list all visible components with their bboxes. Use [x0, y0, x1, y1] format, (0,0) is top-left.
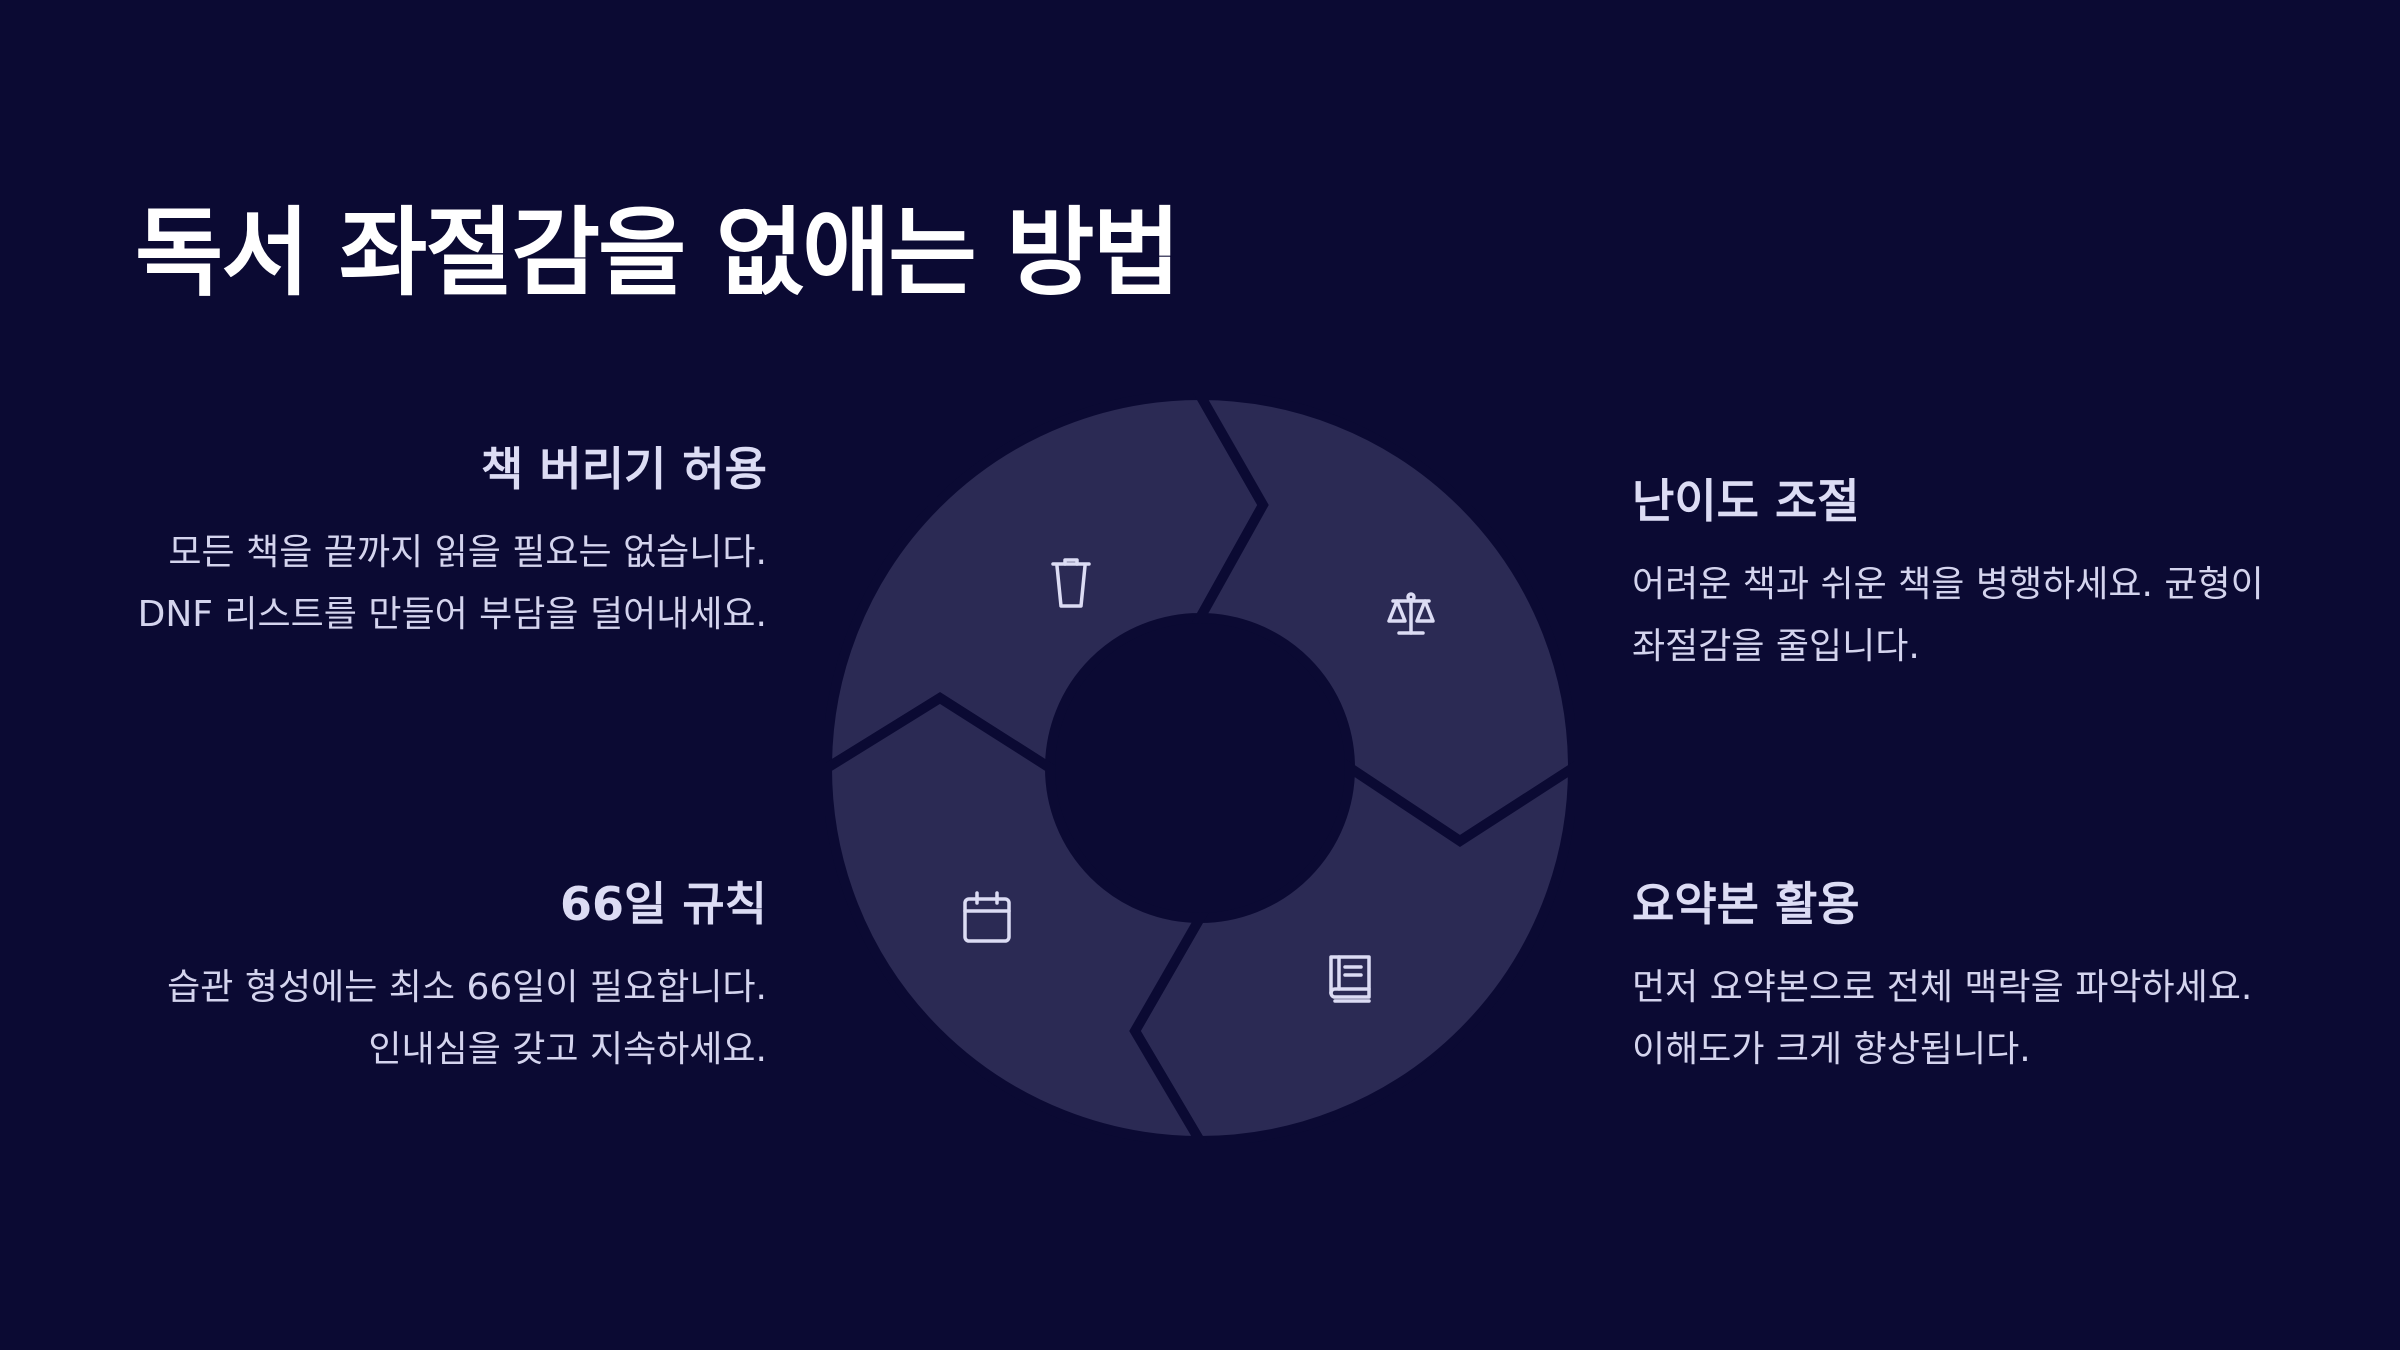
balance-scale-icon: [1387, 592, 1435, 635]
cycle-segment-top-right: [1191, 393, 1575, 847]
step-use-summaries: 요약본 활용 먼저 요약본으로 전체 맥락을 파악하세요. 이해도가 크게 향상…: [1632, 875, 2272, 1081]
calendar-icon: [963, 891, 1011, 943]
trash-icon: [1051, 558, 1091, 608]
cycle-segment-bottom-right: [1129, 758, 1575, 1143]
step-description: 어려운 책과 쉬운 책을 병행하세요. 균형이 좌절감을 줄입니다.: [1632, 563, 2264, 667]
step-difficulty-control: 난이도 조절 어려운 책과 쉬운 책을 병행하세요. 균형이 좌절감을 줄입니다…: [1632, 472, 2272, 678]
step-66-day-rule: 66일 규칙 습관 형성에는 최소 66일이 필요합니다. 인내심을 갖고 지속…: [135, 875, 767, 1081]
cycle-segment-top-left: [825, 393, 1269, 778]
step-title: 66일 규칙: [560, 877, 767, 931]
step-description: 모든 책을 끝까지 읽을 필요는 없습니다. DNF 리스트를 만들어 부담을 …: [137, 531, 767, 635]
step-title: 책 버리기 허용: [481, 442, 767, 496]
slide-title: 독서 좌절감을 없애는 방법: [135, 197, 1181, 309]
step-title: 난이도 조절: [1632, 474, 1860, 528]
step-description: 습관 형성에는 최소 66일이 필요합니다. 인내심을 갖고 지속하세요.: [167, 966, 767, 1070]
book-icon: [1329, 955, 1371, 1003]
cycle-segment-bottom-left: [825, 692, 1209, 1143]
step-description: 먼저 요약본으로 전체 맥락을 파악하세요. 이해도가 크게 향상됩니다.: [1632, 966, 2253, 1070]
step-title: 요약본 활용: [1632, 877, 1860, 931]
step-discard-books: 책 버리기 허용 모든 책을 끝까지 읽을 필요는 없습니다. DNF 리스트를…: [135, 440, 767, 646]
cycle-diagram: [825, 393, 1575, 1143]
